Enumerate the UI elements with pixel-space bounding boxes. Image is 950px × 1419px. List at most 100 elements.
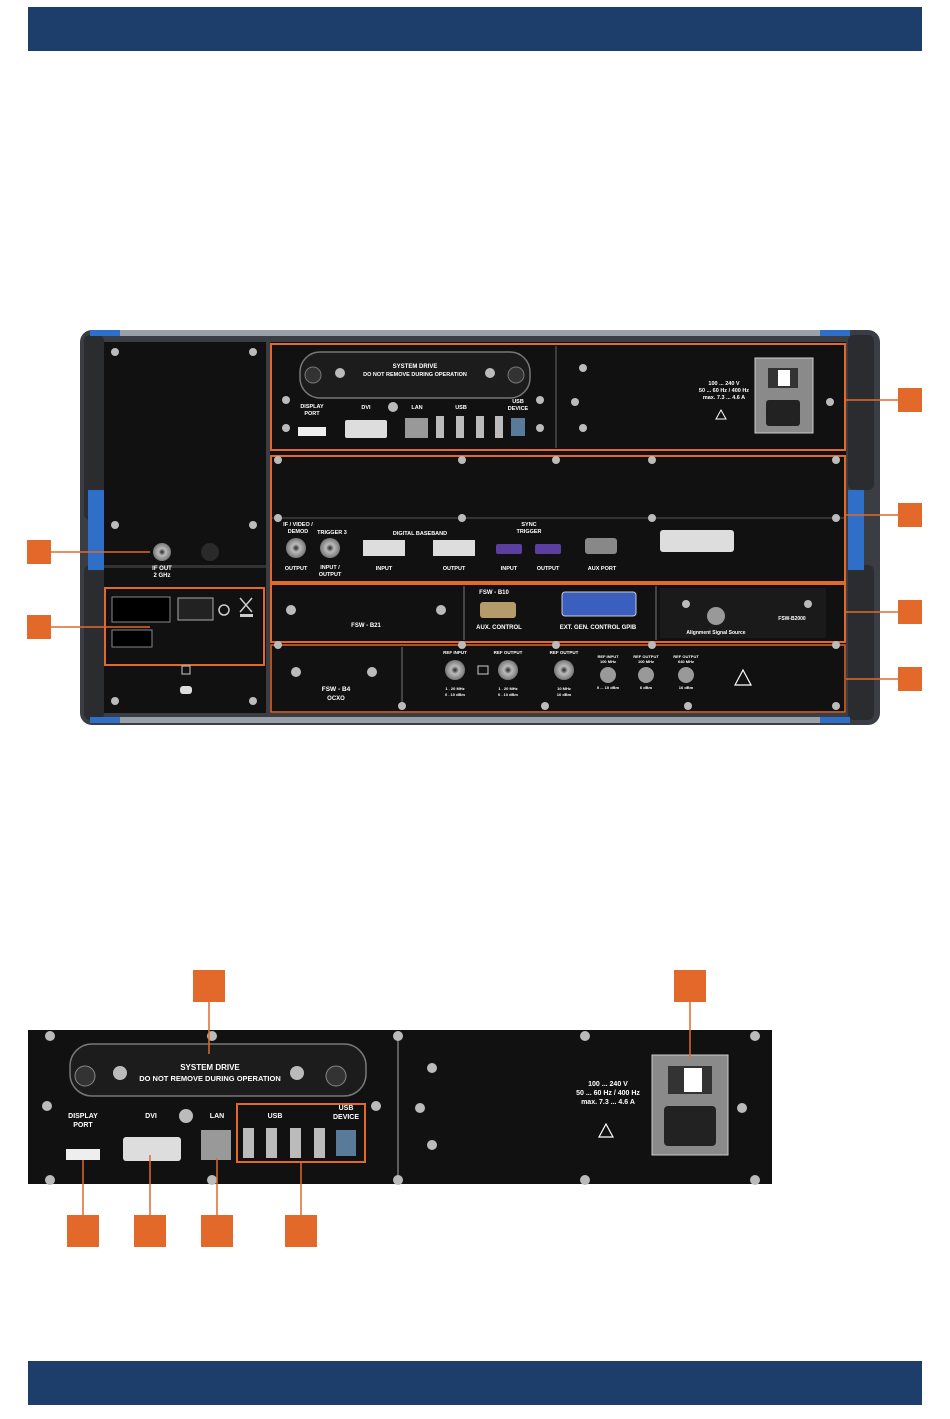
display-port-label-2: PORT — [304, 411, 320, 417]
lan-label: LAN — [411, 405, 422, 411]
header-bar — [28, 7, 922, 51]
ref-output-2-connector — [554, 660, 574, 680]
ref-input-1-connector — [445, 660, 465, 680]
fsw-b4-label: FSW - B4 — [322, 686, 351, 693]
usb-port-1[interactable] — [436, 416, 444, 438]
input-label-1: INPUT — [376, 566, 393, 572]
callout-marker-slot-4 — [898, 667, 922, 691]
system-drive-warning: DO NOT REMOVE DURING OPERATION — [363, 372, 467, 378]
ref-input-2-label: REF INPUT — [597, 654, 619, 659]
ref-output-4-label: REF OUTPUT — [673, 654, 699, 659]
handle-blue-left — [88, 490, 104, 570]
fsw-b10-label: FSW - B10 — [479, 590, 509, 596]
ocxo-label: OCXO — [327, 696, 345, 702]
ref-input-2-connector — [600, 667, 616, 683]
digital-baseband-output[interactable] — [433, 540, 475, 556]
weee-bin-icon — [239, 597, 253, 613]
aux-control-label: AUX. CONTROL — [476, 625, 522, 631]
ext-gen-control-label: EXT. GEN. CONTROL GPIB — [560, 625, 637, 631]
upper-rear-view: IF OUT 2 GHz SYSTEM DRIVE DO NOT REMOVE … — [27, 330, 922, 725]
detail-lan-connector[interactable] — [201, 1130, 231, 1160]
power-spec-3: max. 7.3 ... 4.6 A — [703, 395, 745, 401]
if-video-demod-label-2: DEMOD — [288, 529, 309, 535]
kensington-lock-icon — [181, 665, 191, 675]
usb-port-2[interactable] — [456, 416, 464, 438]
recycle-icon — [218, 604, 230, 616]
ref-output-4-level: 16 dBm — [679, 685, 694, 690]
output-label-1: OUTPUT — [285, 566, 308, 572]
detail-display-port-connector[interactable] — [66, 1149, 100, 1160]
usb-device-label-2: DEVICE — [508, 406, 529, 412]
callout-marker-if-out — [27, 540, 51, 564]
aux-control-connector[interactable] — [480, 602, 516, 618]
ref-output-4-freq: 640 MHz — [678, 659, 694, 664]
ref-input-2-freq: 100 MHz — [600, 659, 616, 664]
detail-dvi-label: DVI — [145, 1113, 157, 1120]
detail-display-port-label-2: PORT — [73, 1122, 93, 1129]
detail-power-spec-3: max. 7.3 ... 4.6 A — [581, 1099, 635, 1106]
digital-baseband-input[interactable] — [363, 540, 405, 556]
detail-usb-port-4[interactable] — [314, 1128, 325, 1158]
aux-port-connector[interactable] — [585, 538, 617, 554]
lan-connector[interactable] — [405, 418, 428, 438]
footer-bar — [28, 1361, 922, 1405]
ref-output-4-connector — [678, 667, 694, 683]
callout-frame-slot-1 — [270, 343, 846, 451]
usb-port-3[interactable] — [476, 416, 484, 438]
power-spec-1: 100 ... 240 V — [708, 381, 740, 387]
system-drive-bay[interactable] — [299, 351, 531, 399]
if-out-label-1: IF OUT — [152, 566, 172, 572]
ref-input-2-level: 0 ... 10 dBm — [597, 685, 620, 690]
usb-port-4[interactable] — [495, 416, 503, 438]
if-out-label-2: 2 GHz — [153, 573, 170, 579]
dvi-connector[interactable] — [345, 420, 387, 438]
trigger3-label: TRIGGER 3 — [317, 530, 347, 536]
callout-marker-slot-3 — [898, 600, 922, 624]
detail-callout-display-port — [67, 1215, 99, 1247]
ieee-bus-connector[interactable] — [660, 530, 734, 552]
gpib-connector[interactable] — [561, 591, 637, 617]
detail-system-drive-bay[interactable] — [69, 1043, 367, 1097]
detail-usb-port-2[interactable] — [266, 1128, 277, 1158]
if-video-demod-label-1: IF / VIDEO / — [283, 522, 313, 528]
callout-marker-slot-1 — [898, 388, 922, 412]
trigger3-connector — [320, 538, 340, 558]
detail-dvi-connector[interactable] — [123, 1137, 181, 1161]
sync-trigger-output[interactable] — [535, 544, 561, 554]
detail-usb-device-label-1: USB — [339, 1105, 354, 1112]
ref-output-1-label: REF OUTPUT — [494, 650, 523, 655]
display-port-connector[interactable] — [298, 427, 326, 436]
sync-trigger-input[interactable] — [496, 544, 522, 554]
callout-marker-labels — [27, 615, 51, 639]
display-port-label-1: DISPLAY — [300, 404, 324, 410]
lower-detail-view: SYSTEM DRIVE DO NOT REMOVE DURING OPERAT… — [28, 970, 772, 1247]
callout-frame-slot-2 — [270, 455, 846, 583]
detail-power-spec-2: 50 ... 60 Hz / 400 Hz — [576, 1090, 640, 1097]
detail-usb-port-1[interactable] — [243, 1128, 254, 1158]
detail-callout-lan — [201, 1215, 233, 1247]
usb-device-port[interactable] — [511, 418, 525, 436]
detail-system-drive-warning: DO NOT REMOVE DURING OPERATION — [139, 1074, 281, 1083]
if-video-demod-connector — [286, 538, 306, 558]
usb-device-label-1: USB — [512, 399, 524, 405]
power-spec-2: 50 ... 60 Hz / 400 Hz — [699, 388, 749, 394]
dvi-label: DVI — [361, 405, 371, 411]
ref-input-1-label: REF INPUT — [443, 650, 467, 655]
aux-port-label: AUX PORT — [588, 566, 617, 572]
callout-marker-slot-2 — [898, 503, 922, 527]
detail-callout-dvi — [134, 1215, 166, 1247]
detail-warning-icon — [597, 1122, 615, 1138]
system-drive-title: SYSTEM DRIVE — [393, 364, 438, 370]
detail-usb-device-port[interactable] — [336, 1130, 356, 1156]
ref-output-2-freq: 10 MHz — [557, 686, 571, 691]
warning-icon-2 — [734, 668, 752, 686]
ref-output-3-level: 6 dBm — [640, 685, 653, 690]
if-out-connector — [153, 543, 171, 561]
ref-output-1-freq: 1 . 20 MHz — [498, 686, 517, 691]
detail-usb-label: USB — [268, 1113, 283, 1120]
sync-trigger-label-2: TRIGGER — [516, 529, 541, 535]
detail-system-drive-title: SYSTEM DRIVE — [180, 1063, 240, 1072]
detail-usb-port-3[interactable] — [290, 1128, 301, 1158]
ref-output-3-label: REF OUTPUT — [633, 654, 659, 659]
